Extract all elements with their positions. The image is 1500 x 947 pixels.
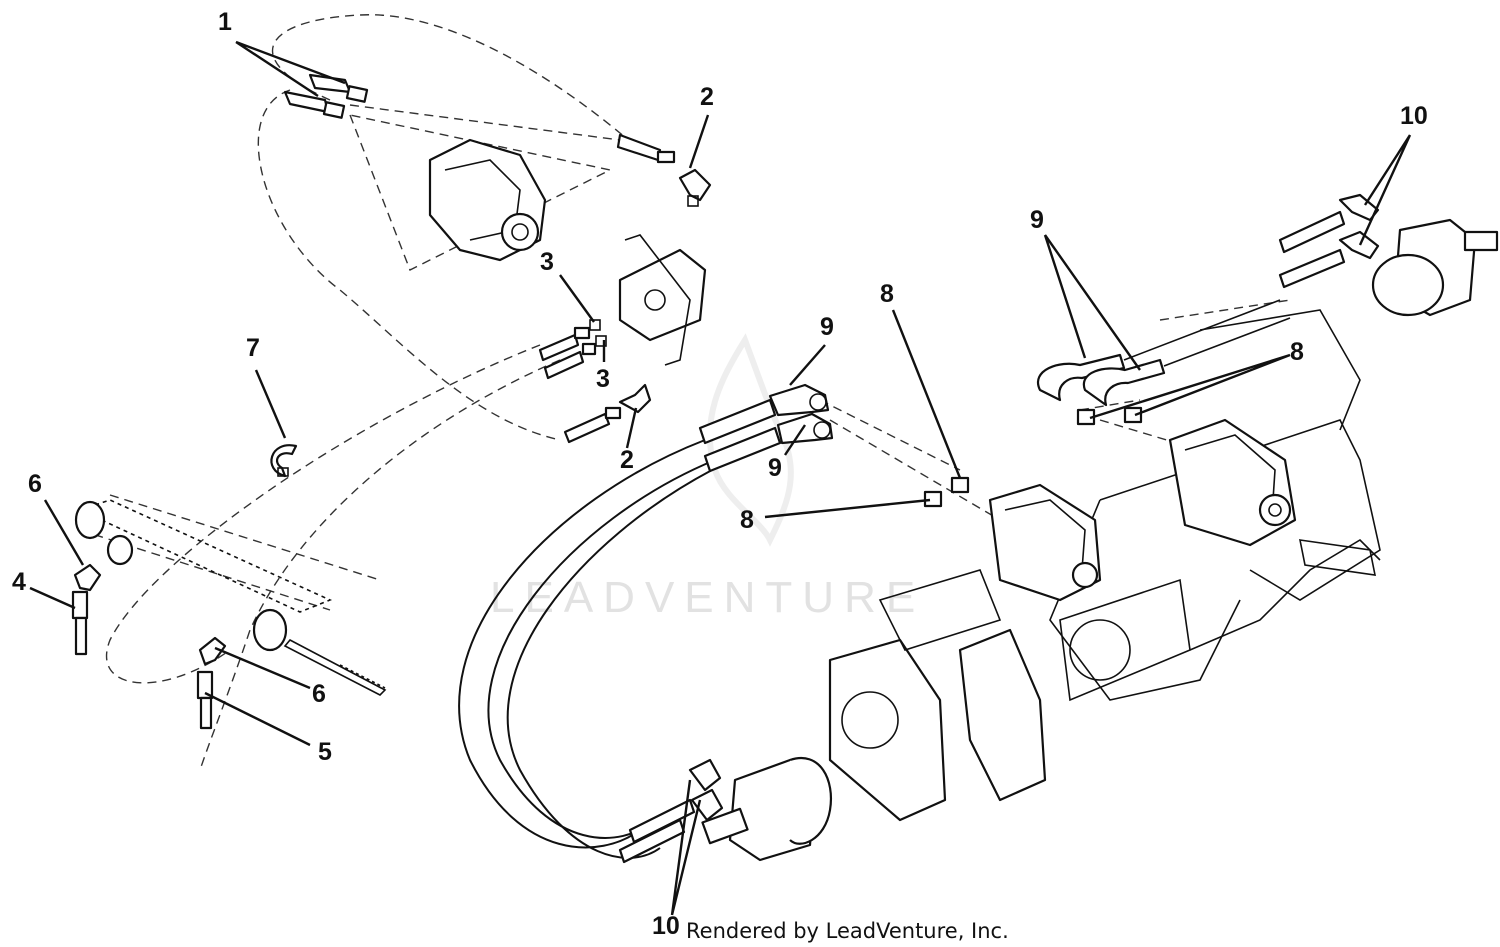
callout-6-left: 6 bbox=[28, 470, 42, 498]
callout-7: 7 bbox=[246, 334, 260, 362]
hose-end-5 bbox=[196, 670, 214, 730]
hydraulic-pump-center bbox=[988, 483, 1102, 602]
hydraulic-pump-left bbox=[428, 138, 547, 262]
wheel-motor-bottom bbox=[618, 757, 833, 864]
callout-8-center-bottom: 8 bbox=[740, 506, 754, 534]
callout-3-top: 3 bbox=[540, 248, 554, 276]
hose-fitting-10-top bbox=[1278, 193, 1380, 289]
callout-8-right: 8 bbox=[1290, 338, 1304, 366]
leader-lines bbox=[29, 40, 1412, 916]
hose-end-4 bbox=[71, 590, 89, 656]
hose-assembly-1 bbox=[283, 73, 369, 119]
hose-fitting-2-top bbox=[616, 133, 712, 207]
hydraulic-cylinder bbox=[74, 499, 387, 696]
callout-2-top: 2 bbox=[700, 83, 714, 111]
render-credit: Rendered by LeadVenture, Inc. bbox=[686, 919, 1009, 943]
elbow-fitting-6-right bbox=[198, 636, 227, 666]
hose-fitting-2-bottom bbox=[563, 383, 652, 444]
callout-9-center-bottom: 9 bbox=[768, 454, 782, 482]
hose-fitting-3 bbox=[538, 319, 607, 380]
callout-6-right: 6 bbox=[312, 680, 326, 708]
callout-10-bottom: 10 bbox=[652, 912, 680, 940]
callout-4: 4 bbox=[12, 568, 26, 596]
callout-1: 1 bbox=[218, 8, 232, 36]
callout-10-right: 10 bbox=[1400, 102, 1428, 130]
callout-8-center-top: 8 bbox=[880, 280, 894, 308]
callout-9-center-top: 9 bbox=[820, 313, 834, 341]
adapter-fitting-8-right bbox=[1076, 406, 1143, 426]
callout-2-bottom: 2 bbox=[620, 446, 634, 474]
callout-3-bottom: 3 bbox=[596, 365, 610, 393]
wheel-motor-right bbox=[1371, 218, 1499, 317]
elbow-fitting-6-left bbox=[73, 563, 102, 592]
callout-9-right: 9 bbox=[1030, 206, 1044, 234]
hose-clip-7 bbox=[270, 444, 298, 478]
tractor-frame bbox=[828, 309, 1381, 822]
control-valve-block bbox=[618, 234, 707, 366]
callout-labels: 1 2 3 3 7 2 6 4 6 5 9 9 8 8 9 8 10 10 bbox=[12, 8, 1428, 940]
long-hoses bbox=[458, 439, 716, 859]
callout-5: 5 bbox=[318, 738, 332, 766]
hose-fitting-9-center bbox=[698, 383, 834, 473]
adapter-fitting-8-center bbox=[923, 476, 970, 508]
hose-fitting-9-right bbox=[1036, 299, 1291, 407]
hydraulic-pump-right bbox=[1168, 418, 1297, 547]
watermark-text: LEADVENTURE bbox=[490, 573, 925, 622]
assembly-guide-lines bbox=[79, 14, 1291, 771]
